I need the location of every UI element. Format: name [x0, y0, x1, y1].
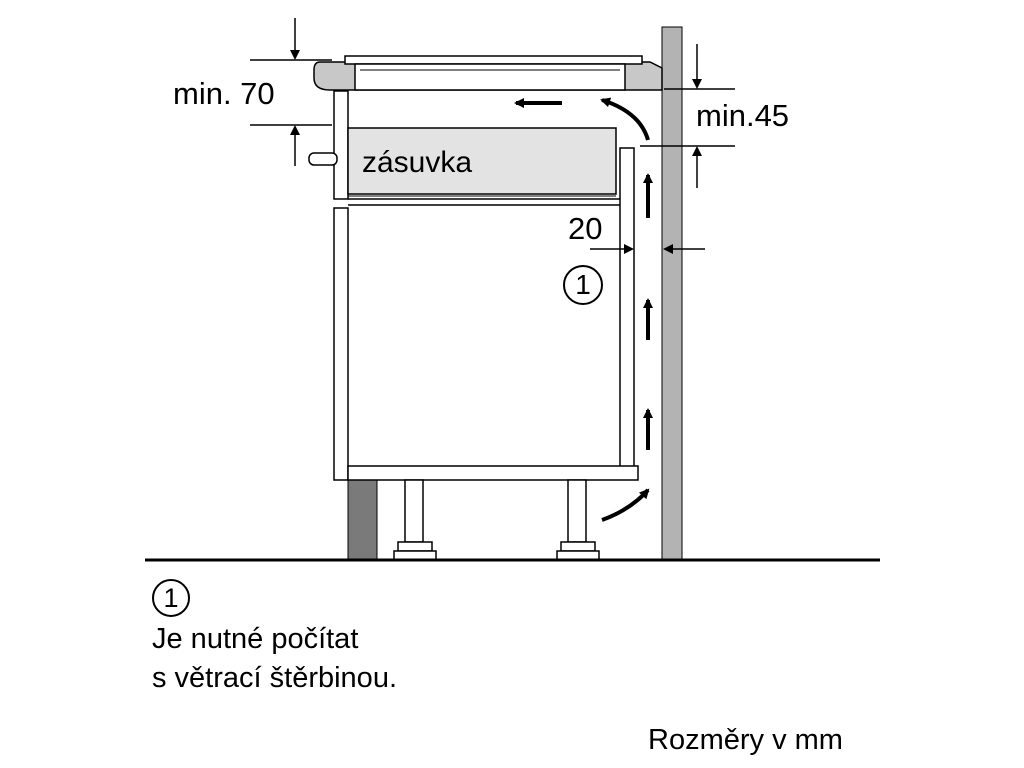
drawer-handle: [308, 152, 338, 166]
cabinet-back-panel: [619, 147, 635, 469]
callout-marker-number: 1: [575, 269, 591, 300]
airflow-arrows: [514, 97, 653, 522]
legend-line-2: s větrací štěrbinou.: [152, 662, 397, 694]
legend-marker-number: 1: [163, 582, 179, 613]
cabinet-side-upper: [333, 90, 349, 200]
units-note: Rozměry v mm: [648, 724, 843, 756]
plinth: [347, 479, 378, 561]
cabinet-leg-right: [556, 479, 600, 561]
cabinet-side-lower: [333, 207, 349, 481]
legend-line-1: Je nutné počítat: [152, 623, 359, 655]
label-min-top: min. 70: [173, 76, 275, 111]
cabinet-bottom: [347, 465, 639, 481]
legend-marker: 1: [152, 579, 190, 617]
callout-marker: 1: [563, 265, 603, 305]
dimension-top: [250, 18, 332, 166]
side-wall: [661, 26, 683, 561]
label-gap: 20: [568, 211, 603, 246]
label-drawer: zásuvka: [362, 146, 473, 179]
dimension-side: [640, 44, 735, 188]
drawer-body: [347, 127, 617, 195]
cooktop: [313, 55, 663, 91]
cabinet-leg-left: [393, 479, 437, 561]
label-min-side: min.45: [696, 98, 790, 133]
